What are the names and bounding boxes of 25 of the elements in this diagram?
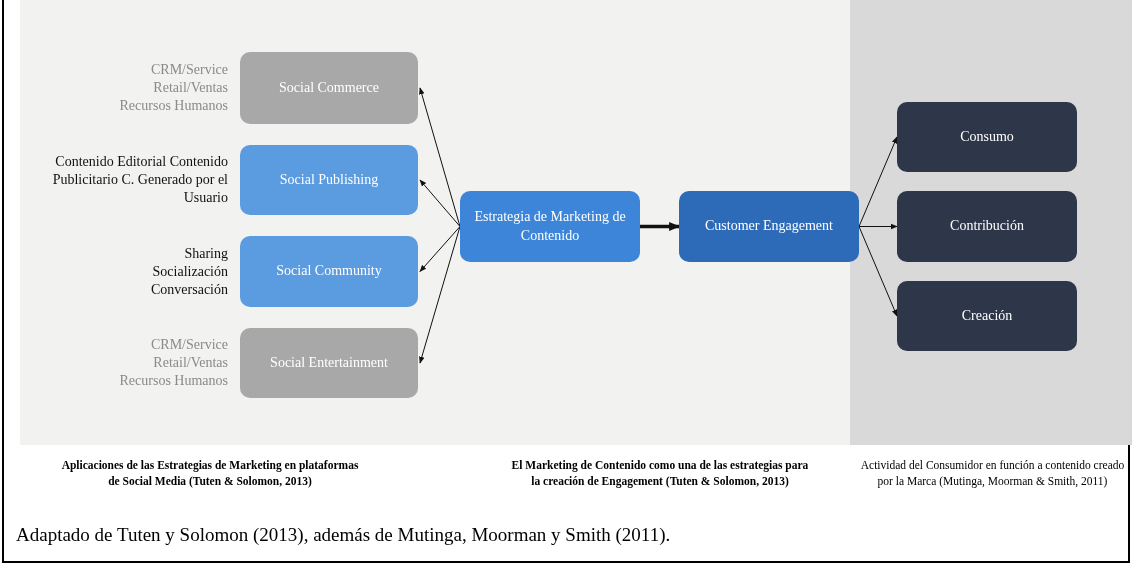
arrow	[858, 223, 898, 230]
arrow	[419, 87, 461, 227]
column-caption: Actividad del Consumidor en función a contenido creado por la Marca (Mutinga, Moorman & Smith, 2011)	[859, 458, 1126, 490]
arrow	[419, 179, 461, 227]
arrow	[419, 226, 461, 272]
platform-box: Social Publishing	[240, 145, 418, 215]
platform-box: Social Entertainment	[240, 328, 418, 398]
process-box: Customer Engagement	[679, 191, 859, 262]
item-list: CRM/Service Retail/Ventas Recursos Humanos	[103, 336, 228, 391]
activity-box: Contribución	[897, 191, 1077, 262]
item-list: CRM/Service Retail/Ventas Recursos Humanos	[103, 61, 228, 116]
column-caption: El Marketing de Contenido como una de las estrategias para la creación de Engagement (Tuten & Solomon, 2013)	[510, 458, 810, 490]
activity-box: Consumo	[897, 102, 1077, 172]
column-caption: Aplicaciones de las Estrategias de Marketing en plataformas de Social Media (Tuten & Solomon, 2013)	[60, 458, 360, 490]
item-list: Sharing Socialización Conversación	[123, 244, 228, 300]
arrow	[858, 136, 898, 227]
platform-box: Social Commerce	[240, 52, 418, 124]
arrow	[419, 226, 461, 364]
process-box: Estrategia de Marketing de Contenido	[460, 191, 640, 262]
figure-caption: Adaptado de Tuten y Solomon (2013), además de Mutinga, Moorman y Smith (2011).	[16, 524, 671, 546]
activity-box: Creación	[897, 281, 1077, 351]
arrow	[858, 226, 898, 317]
item-list: Contenido Editorial Contenido Publicitario C. Generado por el Usuario	[48, 153, 228, 208]
platform-box: Social Community	[240, 236, 418, 307]
arrow	[640, 222, 681, 231]
